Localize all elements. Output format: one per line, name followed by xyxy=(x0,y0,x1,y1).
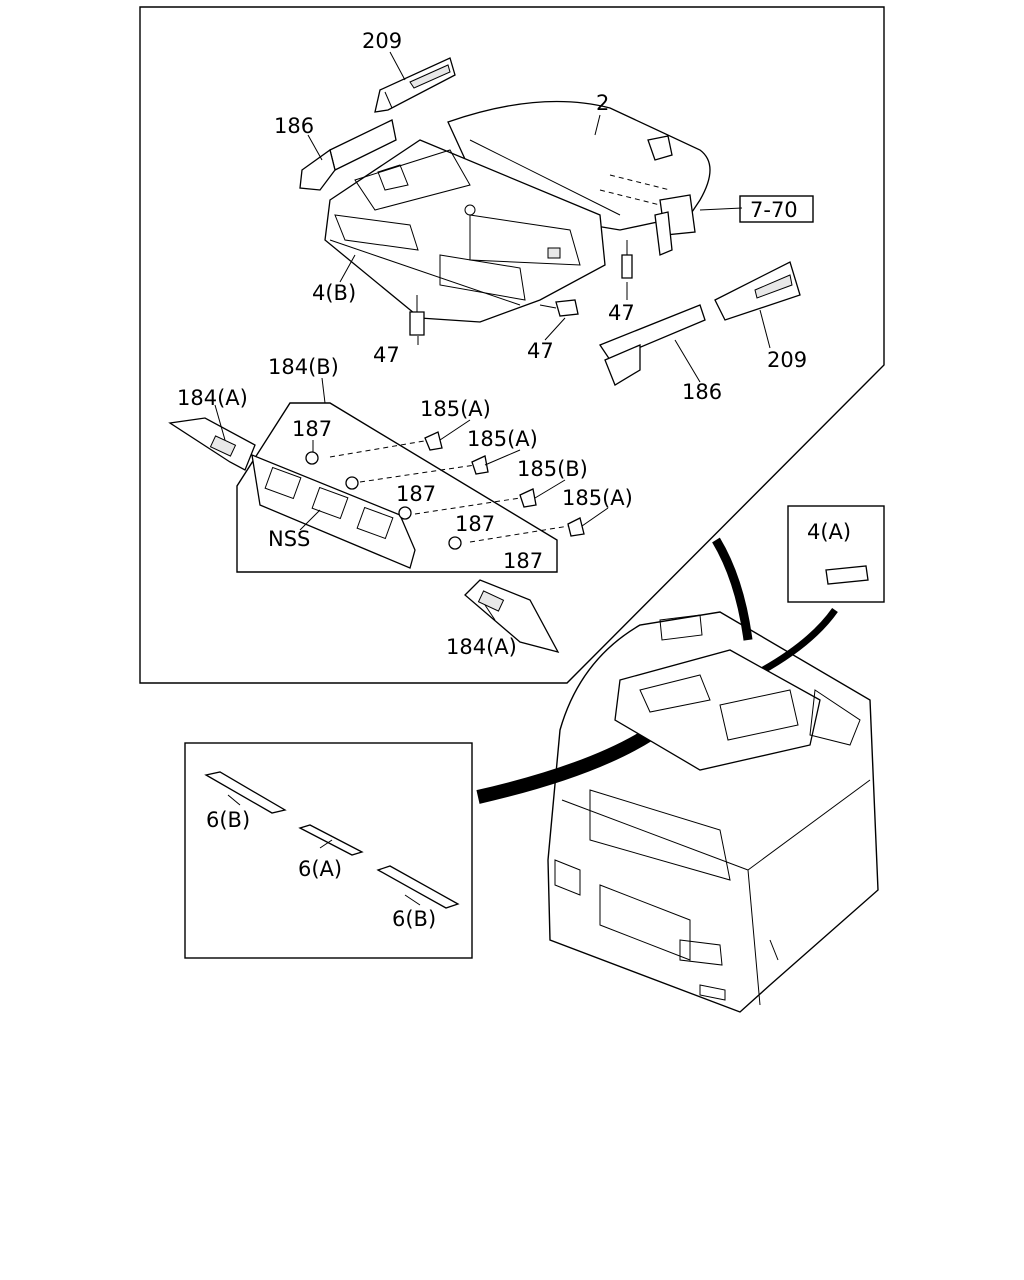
label-4a: 4(A) xyxy=(807,520,851,544)
label-185a-1: 185(A) xyxy=(420,397,491,421)
label-184b: 184(B) xyxy=(268,355,339,379)
label-186-right: 186 xyxy=(682,380,722,404)
label-209-right: 209 xyxy=(767,348,807,372)
leader-lines xyxy=(214,51,771,621)
label-185b: 185(B) xyxy=(517,457,588,481)
truck-cab xyxy=(547,611,879,1013)
part-209-top xyxy=(374,57,456,113)
clip-part xyxy=(647,135,673,256)
label-47-c: 47 xyxy=(527,339,554,363)
screw-187-group xyxy=(305,451,462,550)
label-6b-1: 6(B) xyxy=(206,808,250,832)
overhead-console xyxy=(324,139,606,323)
label-187-4: 187 xyxy=(503,549,543,573)
label-187-1: 187 xyxy=(292,417,332,441)
part-184a-top xyxy=(168,417,256,471)
label-6b-2: 6(B) xyxy=(392,907,436,931)
part-186-right xyxy=(599,304,706,386)
label-7-70: 7-70 xyxy=(750,198,798,222)
label-184a-bottom: 184(A) xyxy=(446,635,517,659)
box-4a xyxy=(787,505,885,603)
screw-47-a xyxy=(621,240,633,279)
part-209-right xyxy=(714,261,801,321)
main-frame xyxy=(139,6,885,684)
label-47-b: 47 xyxy=(373,343,400,367)
label-185a-3: 185(A) xyxy=(562,486,633,510)
label-6a: 6(A) xyxy=(298,857,342,881)
clip-185-group xyxy=(424,431,585,537)
label-2: 2 xyxy=(596,91,609,115)
label-186-top: 186 xyxy=(274,114,314,138)
part-186-top xyxy=(299,119,397,191)
ref-box-7-70 xyxy=(739,195,814,223)
headliner-panel xyxy=(447,100,711,236)
label-187-3: 187 xyxy=(455,512,495,536)
label-187-2: 187 xyxy=(396,482,436,506)
label-209-top: 209 xyxy=(362,29,402,53)
label-185a-2: 185(A) xyxy=(467,427,538,451)
label-nss: NSS xyxy=(268,527,310,551)
console-bezel-box xyxy=(236,402,576,573)
box-6 xyxy=(184,742,473,959)
label-47-a: 47 xyxy=(608,301,635,325)
label-184a-top: 184(A) xyxy=(177,386,248,410)
screw-47-b xyxy=(409,295,425,336)
label-4b: 4(B) xyxy=(312,281,356,305)
part-184a-bottom xyxy=(464,579,560,654)
screw-47-c xyxy=(539,299,579,317)
